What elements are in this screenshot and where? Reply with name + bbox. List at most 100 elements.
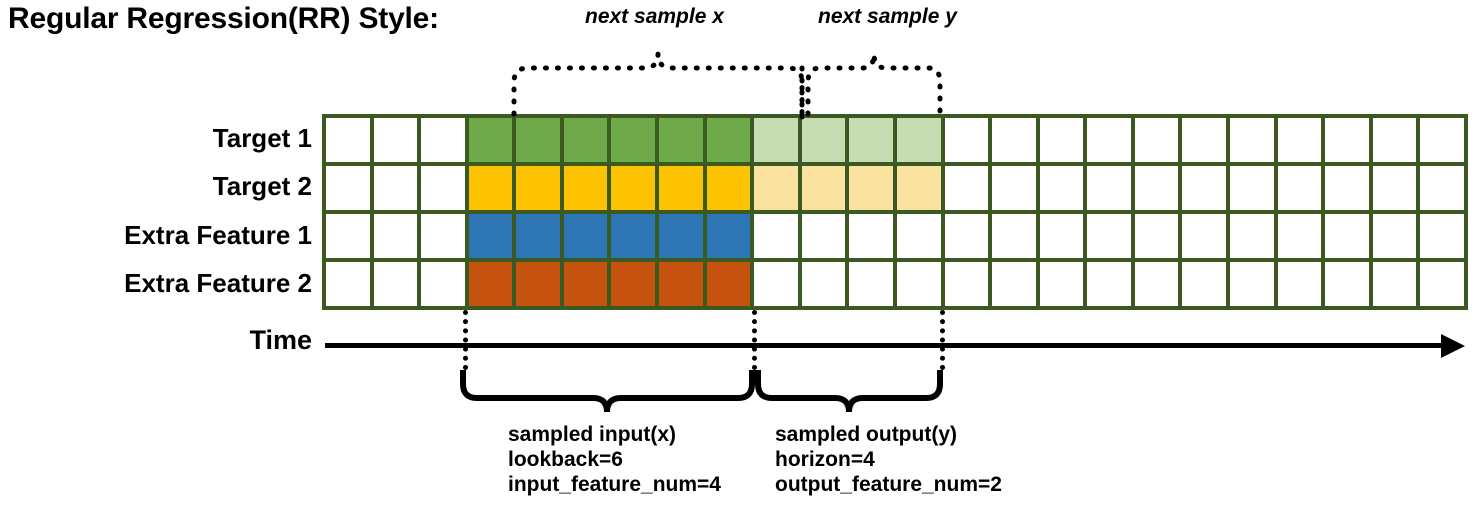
grid-cell-empty-r4-c1 (326, 262, 370, 306)
grid-cell-empty-r3-c1 (326, 214, 370, 258)
row-label-extra-feature-1: Extra Feature 1 (124, 220, 312, 250)
caption-sampled-input-line3: input_feature_num=4 (508, 473, 721, 496)
grid-cell-empty-r4-c13 (896, 262, 941, 306)
grid-cell-empty-r3-c19 (1182, 214, 1227, 258)
grid-cell-output-r2-c11 (801, 166, 846, 210)
timeseries-grid (322, 114, 1468, 310)
caption-next-sample-x: next sample x (585, 5, 724, 28)
grid-cell-input-r3-c9 (706, 214, 751, 258)
caption-sampled-output-line3: output_feature_num=2 (775, 473, 1002, 496)
caption-next-sample-y: next sample y (818, 5, 957, 28)
grid-cell-input-r2-c7 (611, 166, 656, 210)
time-axis-label: Time (249, 325, 312, 355)
grid-cell-empty-r2-c3 (421, 166, 465, 210)
grid-cell-empty-r1-c15 (992, 118, 1036, 162)
grid-cell-input-r1-c6 (563, 118, 608, 162)
grid-cell-empty-r3-c3 (421, 214, 465, 258)
caption-sampled-output: sampled output(y) horizon=4 output_featu… (775, 422, 1002, 497)
grid-cell-input-r3-c6 (563, 214, 608, 258)
grid-cell-input-r2-c5 (516, 166, 560, 210)
grid-cell-empty-r2-c21 (1277, 166, 1322, 210)
grid-cell-empty-r3-c15 (992, 214, 1036, 258)
grid-cell-output-r1-c10 (754, 118, 798, 162)
grid-cell-input-r4-c6 (563, 262, 608, 306)
grid-cell-empty-r1-c16 (1039, 118, 1084, 162)
grid-cell-empty-r4-c15 (992, 262, 1036, 306)
grid-cell-input-r2-c9 (706, 166, 751, 210)
grid-cell-empty-r1-c22 (1325, 118, 1369, 162)
grid-cell-empty-r4-c2 (373, 262, 418, 306)
grid-cell-empty-r2-c14 (944, 166, 989, 210)
grid-cell-output-r2-c12 (849, 166, 893, 210)
grid-cell-empty-r4-c19 (1182, 262, 1227, 306)
grid-cell-empty-r3-c10 (754, 214, 798, 258)
grid-cell-input-r4-c9 (706, 262, 751, 306)
grid-cell-output-r2-c13 (896, 166, 941, 210)
grid-cell-empty-r3-c18 (1134, 214, 1179, 258)
grid-cell-empty-r3-c12 (849, 214, 893, 258)
grid-cell-input-r3-c8 (659, 214, 703, 258)
page-title: Regular Regression(RR) Style: (8, 2, 439, 35)
grid-cell-input-r4-c4 (468, 262, 513, 306)
time-arrow-icon (1441, 334, 1465, 358)
caption-sampled-output-line2: horizon=4 (775, 448, 875, 471)
grid-cell-input-r4-c7 (611, 262, 656, 306)
grid-cell-empty-r3-c23 (1372, 214, 1417, 258)
guide-line-input-end (752, 310, 757, 370)
grid-cell-empty-r4-c24 (1420, 262, 1464, 306)
grid-cell-empty-r2-c18 (1134, 166, 1179, 210)
guide-line-output-end (940, 310, 945, 370)
row-label-target-1: Target 1 (212, 123, 312, 153)
time-axis-line (325, 343, 1453, 348)
grid-cell-input-r1-c9 (706, 118, 751, 162)
grid-cell-empty-r1-c17 (1087, 118, 1131, 162)
bottom-brace-sampled-input (460, 370, 755, 413)
grid-cell-empty-r4-c23 (1372, 262, 1417, 306)
grid-cell-empty-r2-c22 (1325, 166, 1369, 210)
caption-sampled-input: sampled input(x) lookback=6 input_featur… (508, 422, 721, 497)
top-brace-next-sample-x (511, 53, 805, 117)
grid-cell-empty-r4-c16 (1039, 262, 1084, 306)
grid-cell-input-r1-c4 (468, 118, 513, 162)
bottom-brace-sampled-output (755, 370, 943, 413)
row-label-target-2: Target 2 (212, 171, 312, 201)
grid-cell-input-r1-c5 (516, 118, 560, 162)
grid-cell-empty-r4-c14 (944, 262, 989, 306)
grid-cell-empty-r3-c21 (1277, 214, 1322, 258)
grid-cell-input-r1-c7 (611, 118, 656, 162)
grid-cell-empty-r3-c13 (896, 214, 941, 258)
grid-cell-empty-r4-c3 (421, 262, 465, 306)
grid-cell-empty-r1-c23 (1372, 118, 1417, 162)
grid-cell-empty-r3-c11 (801, 214, 846, 258)
row-label-extra-feature-2: Extra Feature 2 (124, 268, 312, 298)
grid-cell-empty-r1-c19 (1182, 118, 1227, 162)
grid-cell-empty-r4-c18 (1134, 262, 1179, 306)
grid-cell-empty-r4-c10 (754, 262, 798, 306)
grid-cell-output-r2-c10 (754, 166, 798, 210)
grid-cell-empty-r4-c11 (801, 262, 846, 306)
grid-cell-empty-r3-c17 (1087, 214, 1131, 258)
grid-cell-empty-r3-c22 (1325, 214, 1369, 258)
grid-cell-empty-r4-c20 (1230, 262, 1274, 306)
grid-cell-input-r2-c4 (468, 166, 513, 210)
grid-cell-empty-r1-c21 (1277, 118, 1322, 162)
grid-cell-empty-r2-c16 (1039, 166, 1084, 210)
grid-cell-empty-r4-c17 (1087, 262, 1131, 306)
grid-cell-empty-r1-c1 (326, 118, 370, 162)
grid-cell-empty-r3-c14 (944, 214, 989, 258)
grid-cell-empty-r3-c2 (373, 214, 418, 258)
grid-cell-input-r2-c8 (659, 166, 703, 210)
grid-cell-empty-r4-c21 (1277, 262, 1322, 306)
grid-cell-empty-r3-c24 (1420, 214, 1464, 258)
grid-cell-empty-r2-c20 (1230, 166, 1274, 210)
grid-cell-output-r1-c11 (801, 118, 846, 162)
grid-cell-empty-r4-c12 (849, 262, 893, 306)
grid-cell-empty-r3-c16 (1039, 214, 1084, 258)
grid-cell-empty-r1-c18 (1134, 118, 1179, 162)
grid-cell-input-r1-c8 (659, 118, 703, 162)
grid-cell-empty-r3-c20 (1230, 214, 1274, 258)
grid-cell-input-r3-c4 (468, 214, 513, 258)
grid-cell-input-r2-c6 (563, 166, 608, 210)
grid-cell-empty-r2-c2 (373, 166, 418, 210)
grid-cell-empty-r1-c3 (421, 118, 465, 162)
